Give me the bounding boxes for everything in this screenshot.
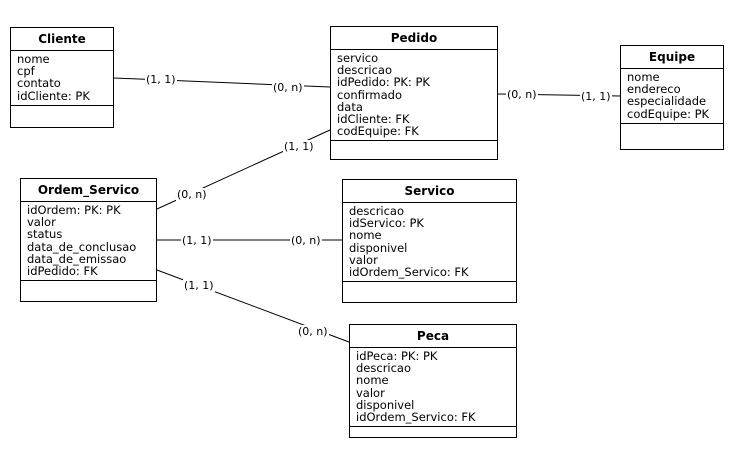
cardinality-pedido-equipe-a: (0, n) [506, 88, 538, 101]
attribute: confirmado [337, 87, 403, 102]
attribute: especialidade [627, 94, 707, 109]
cardinality-cliente-pedido-a: (1, 1) [145, 73, 177, 86]
entity-equipe-attributes: nome endereco especialidade codEquipe: P… [621, 69, 723, 124]
entity-pedido-attributes: servico descricao idPedido: PK: PK confi… [331, 50, 497, 142]
entity-pedido: Pedido servico descricao idPedido: PK: P… [330, 26, 498, 160]
cardinality-ordem-servico-a: (1, 1) [181, 234, 213, 247]
entity-pedido-title: Pedido [331, 27, 497, 50]
entity-ordem-servico: Ordem_Servico idOrdem: PK: PK valor stat… [20, 178, 157, 302]
attribute: data_de_emissao [27, 251, 127, 266]
attribute: valor [349, 252, 378, 267]
attribute: contato [17, 76, 61, 91]
attribute: idCliente: PK [17, 88, 90, 103]
entity-peca-attributes: idPeca: PK: PK descricao nome valor disp… [350, 348, 516, 428]
attribute: nome [349, 228, 382, 243]
attribute: disponivel [356, 397, 415, 412]
attribute: idServico: PK [349, 216, 424, 231]
entity-equipe: Equipe nome endereco especialidade codEq… [620, 45, 724, 150]
attribute: idCliente: FK [337, 112, 410, 127]
attribute: idOrdem_Servico: FK [356, 410, 476, 425]
attribute: idOrdem_Servico: FK [349, 265, 469, 280]
entity-ordem-servico-attributes: idOrdem: PK: PK valor status data_de_con… [21, 202, 156, 282]
cardinality-pedido-equipe-b: (1, 1) [580, 90, 612, 103]
cardinality-ordem-peca-a: (1, 1) [183, 279, 215, 292]
attribute: idPedido: FK [27, 264, 98, 279]
entity-cliente-title: Cliente [11, 28, 113, 51]
entity-servico: Servico descricao idServico: PK nome dis… [342, 179, 517, 303]
attribute: descricao [349, 204, 405, 218]
attribute: idOrdem: PK: PK [27, 203, 121, 217]
entity-servico-footer [343, 282, 516, 291]
attribute: idPeca: PK: PK [356, 349, 438, 363]
attribute: valor [27, 215, 56, 230]
attribute: descricao [337, 63, 393, 78]
entity-ordem-servico-title: Ordem_Servico [21, 179, 156, 202]
attribute: cpf [17, 64, 35, 79]
entity-cliente: Cliente nome cpf contato idCliente: PK [10, 27, 114, 128]
attribute: data [337, 99, 363, 114]
cardinality-cliente-pedido-b: (0, n) [272, 81, 304, 94]
attribute: disponivel [349, 240, 408, 255]
entity-peca-footer [350, 427, 516, 436]
entity-pedido-footer [331, 141, 497, 150]
cardinality-ordem-servico-b: (0, n) [290, 234, 322, 247]
attribute: nome [17, 52, 50, 66]
attribute: descricao [356, 361, 412, 376]
entity-equipe-title: Equipe [621, 46, 723, 69]
attribute: idPedido: PK: PK [337, 75, 430, 90]
cardinality-pedido-ordem-a: (1, 1) [283, 140, 315, 153]
entity-peca-title: Peca [350, 325, 516, 348]
entity-servico-attributes: descricao idServico: PK nome disponivel … [343, 203, 516, 283]
attribute: data_de_conclusao [27, 239, 137, 254]
attribute: servico [337, 51, 379, 65]
attribute: endereco [627, 82, 681, 97]
entity-ordem-servico-footer [21, 281, 156, 290]
entity-equipe-footer [621, 124, 723, 133]
entity-cliente-attributes: nome cpf contato idCliente: PK [11, 51, 113, 106]
attribute: valor [356, 385, 385, 400]
entity-cliente-footer [11, 106, 113, 115]
cardinality-ordem-peca-b: (0, n) [297, 325, 329, 338]
attribute: codEquipe: PK [627, 106, 710, 121]
entity-servico-title: Servico [343, 180, 516, 203]
entity-peca: Peca idPeca: PK: PK descricao nome valor… [349, 324, 517, 438]
attribute: status [27, 227, 63, 242]
attribute: codEquipe: FK [337, 124, 419, 139]
attribute: nome [356, 373, 389, 388]
cardinality-pedido-ordem-b: (0, n) [176, 188, 208, 201]
attribute: nome [627, 70, 660, 84]
